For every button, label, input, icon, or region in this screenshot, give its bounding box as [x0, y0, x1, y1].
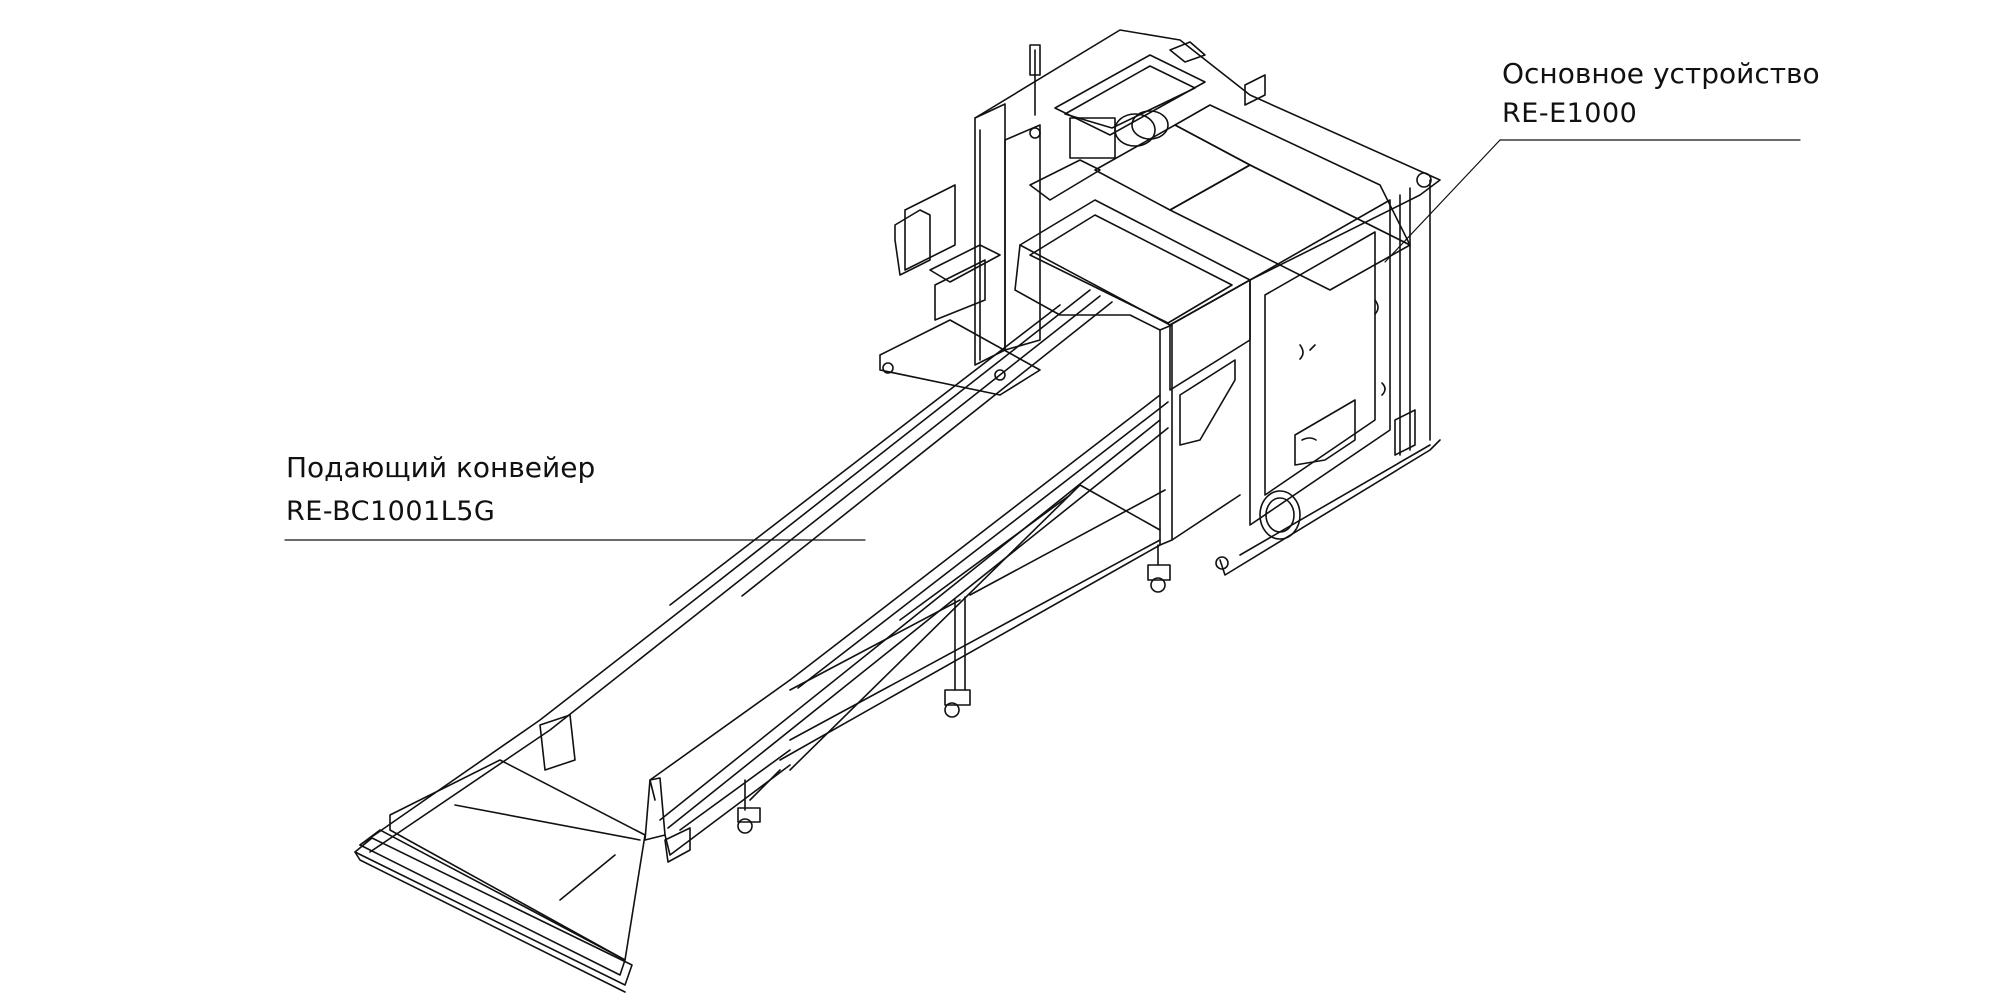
main-unit-drawing — [879, 29, 1441, 576]
leader-lines — [284, 139, 1801, 541]
main-unit-label: Основное устройство — [1502, 57, 1820, 90]
conveyor-drawing — [354, 289, 1171, 993]
conveyor-head-drawing — [1014, 199, 1251, 546]
main-unit-leader — [1384, 139, 1501, 263]
feed-conveyor-model: RE-BC1001L5G — [286, 496, 496, 527]
main-unit-model: RE-E1000 — [1502, 98, 1638, 129]
feed-conveyor-label: Подающий конвейер — [286, 451, 596, 484]
